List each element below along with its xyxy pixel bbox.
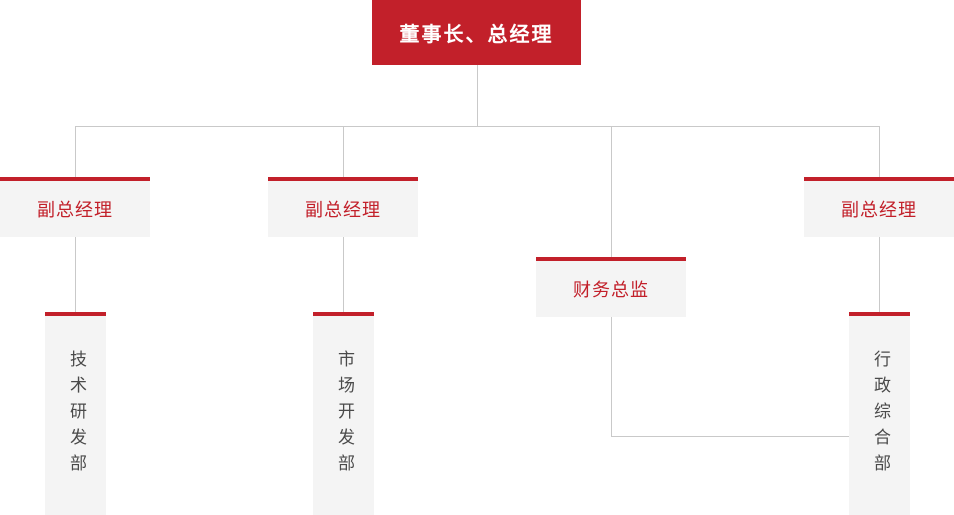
connector-dept-1-stem: [75, 237, 76, 316]
node-label: 技术研发部: [66, 350, 86, 480]
connector-branch-4-drop: [879, 127, 880, 178]
node-department-rd[interactable]: 技术研发部: [45, 312, 106, 515]
node-label: 副总经理: [305, 200, 381, 221]
node-label: 财务总监: [573, 280, 649, 301]
connector-branch-3-drop: [611, 127, 612, 258]
connector-branch-2-drop: [343, 127, 344, 178]
node-chairman-general-manager[interactable]: 董事长、总经理: [372, 0, 581, 65]
node-deputy-general-manager-3[interactable]: 副总经理: [804, 177, 954, 237]
node-label: 董事长、总经理: [399, 22, 554, 46]
node-deputy-general-manager-1[interactable]: 副总经理: [0, 177, 150, 237]
connector-root-stem: [477, 65, 478, 127]
node-label: 市场开发部: [334, 350, 354, 480]
node-label: 副总经理: [841, 200, 917, 221]
connector-dept-3-stem: [879, 237, 880, 316]
node-department-administration[interactable]: 行政综合部: [849, 312, 910, 515]
connector-financial-director-tail-horizontal: [611, 436, 849, 437]
connector-financial-director-tail-vertical: [611, 317, 612, 437]
node-label: 副总经理: [37, 200, 113, 221]
connector-dept-2-stem: [343, 237, 344, 316]
node-deputy-general-manager-2[interactable]: 副总经理: [268, 177, 418, 237]
node-label: 行政综合部: [870, 350, 890, 480]
connector-horizontal-bus: [75, 126, 880, 127]
connector-branch-1-drop: [75, 127, 76, 178]
node-financial-director[interactable]: 财务总监: [536, 257, 686, 317]
node-department-market-development[interactable]: 市场开发部: [313, 312, 374, 515]
